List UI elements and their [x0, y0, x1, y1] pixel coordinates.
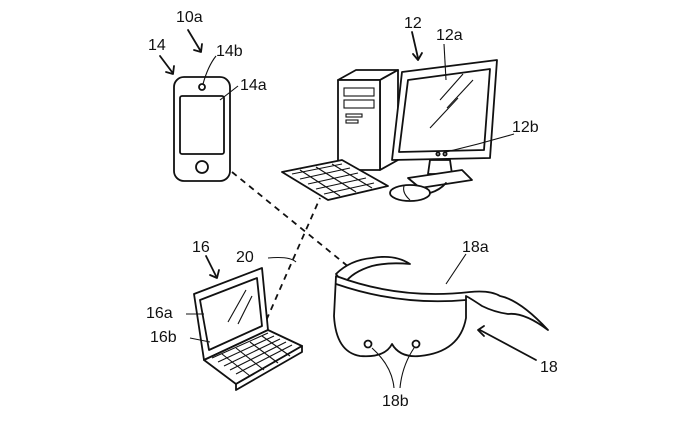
label-20: 20 [236, 249, 254, 266]
label-14a: 14a [240, 77, 267, 94]
label-12a: 12a [436, 27, 463, 44]
laptop [193, 267, 303, 391]
label-18: 18 [540, 359, 558, 376]
desktop-mouse [389, 182, 447, 202]
label-18a: 18a [462, 239, 489, 256]
smartphone [173, 76, 231, 182]
label-14: 14 [148, 37, 166, 54]
label-14b: 14b [216, 43, 243, 60]
label-12b: 12b [512, 119, 539, 136]
leader-lines [159, 29, 537, 389]
desktop-monitor [391, 59, 498, 189]
link-phone-to-goggles [231, 171, 351, 269]
label-16b: 16b [150, 329, 177, 346]
link-laptop-to-computer [261, 197, 321, 331]
desktop-keyboard [281, 159, 389, 201]
label-10a: 10a [176, 9, 203, 26]
vr-goggles [333, 255, 549, 358]
label-12: 12 [404, 15, 422, 32]
desktop-tower [337, 69, 399, 171]
label-16: 16 [192, 239, 210, 256]
label-16a: 16a [146, 305, 173, 322]
label-18b: 18b [382, 393, 409, 410]
